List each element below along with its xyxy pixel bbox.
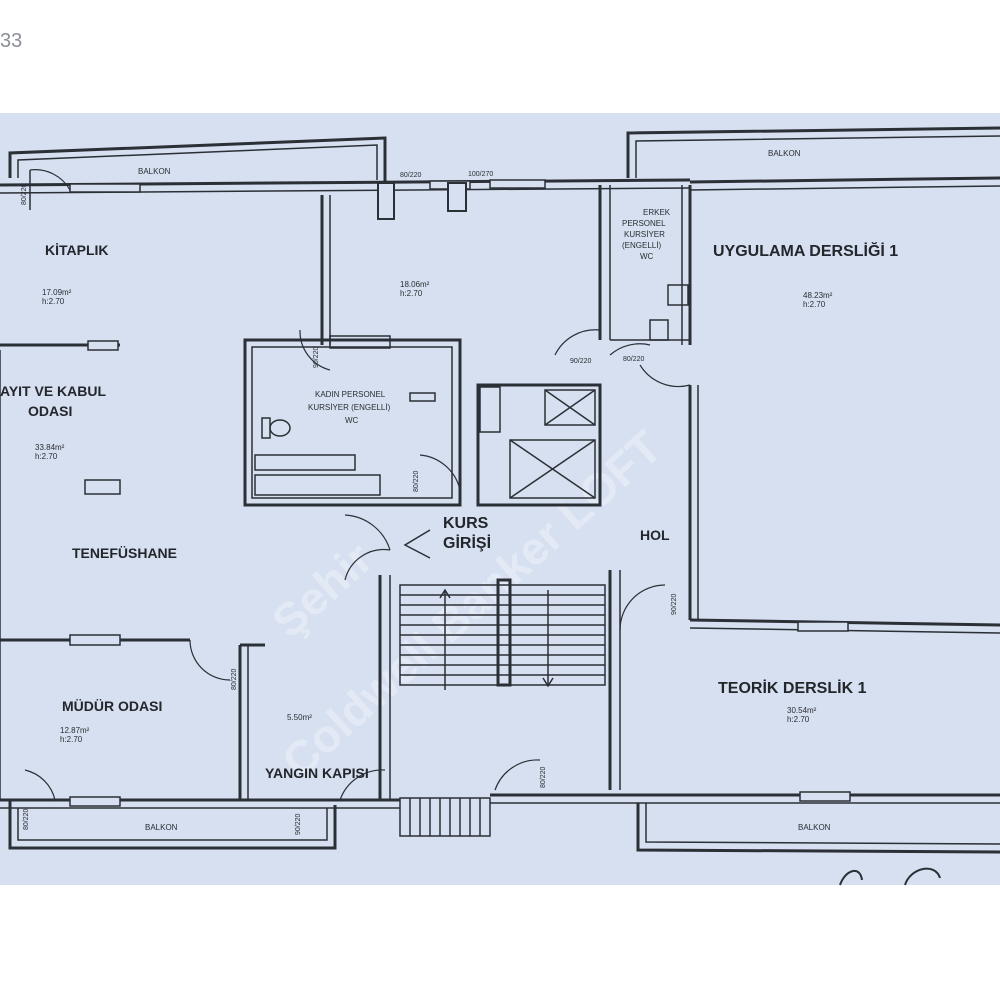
kitaplik-area: 17.09m² [42,288,72,297]
staircase [399,578,606,837]
erkek-wc-label-1: ERKEK [643,208,671,217]
yangin-label: YANGIN KAPISI [265,765,369,781]
door-dimension: 90/220 [313,346,320,368]
kurs-label-2: GİRİŞİ [443,534,491,552]
balcony-top-right [626,126,1000,178]
mudur-area: 12.87m² [60,726,90,735]
door-dimension: 90/220 [570,358,592,365]
erkek-wc-label-3: KURSİYER [624,230,665,239]
blueprint-sheet [0,113,1000,885]
kadin-wc-label-1: KADIN PERSONEL [315,390,386,399]
kurs-label-1: KURS [443,515,489,532]
small-room-area: 5.50m² [287,713,312,722]
mudur-label: MÜDÜR ODASI [62,698,162,714]
kitaplik-label: KİTAPLIK [45,242,109,258]
kadin-wc-label-3: WC [345,416,359,425]
entrance-arrow [403,529,431,559]
balkon-top-right-label: BALKON [768,149,801,158]
door-dimension: 80/220 [231,668,238,690]
door-dimension: 90/220 [671,593,678,615]
corner-number: 33 [0,30,23,52]
uygulama-area: 48.23m² [803,291,833,300]
door-dimension: 80/220 [540,766,547,788]
tenefus-label: TENEFÜSHANE [72,545,177,561]
door-dimension: 80/220 [413,470,420,492]
balkon-bottom-right-label: BALKON [798,823,831,832]
balcony-bottom-right [636,803,1000,854]
teorik-height: h:2.70 [787,715,810,724]
balkon-top-left-label: BALKON [138,167,171,176]
door-dimension: 100/270 [468,171,493,178]
balcony-bottom-left [8,800,337,850]
kitaplik-height: h:2.70 [42,297,65,306]
kayit-label-2: ODASI [28,403,72,419]
door-dimension: 80/220 [23,808,30,830]
balkon-bottom-left-label: BALKON [145,823,178,832]
kadin-wc-label-2: KURSİYER (ENGELLİ) [308,403,391,412]
teorik-area: 30.54m² [787,706,817,715]
door-swings [24,169,691,801]
erkek-wc-label-4: (ENGELLİ) [622,241,661,250]
kayit-area: 33.84m² [35,443,65,452]
erkek-wc-label-2: PERSONEL [622,219,666,228]
middle-room-area: 18.06m² [400,280,430,289]
erkek-wc-label-5: WC [640,252,654,261]
door-dimension: 80/220 [623,356,645,363]
kayit-label-1: AYIT VE KABUL [0,383,107,399]
outer-walls [0,176,1000,809]
teorik-label: TEORİK DERSLİK 1 [718,679,867,697]
door-dimension: 80/220 [400,172,422,179]
watermark-text-2: Şehir [262,532,382,648]
mudur-height: h:2.70 [60,735,83,744]
door-dimension: 90/220 [295,813,302,835]
hol-label: HOL [640,527,670,543]
door-dimension: 80/220 [21,183,28,205]
uygulama-label: UYGULAMA DERSLİĞİ 1 [713,241,898,260]
middle-room-height: h:2.70 [400,289,423,298]
interior-walls [0,185,1000,800]
uygulama-height: h:2.70 [803,300,826,309]
kayit-height: h:2.70 [35,452,58,461]
balcony-top-left [8,136,387,185]
signature-mark [839,867,941,886]
